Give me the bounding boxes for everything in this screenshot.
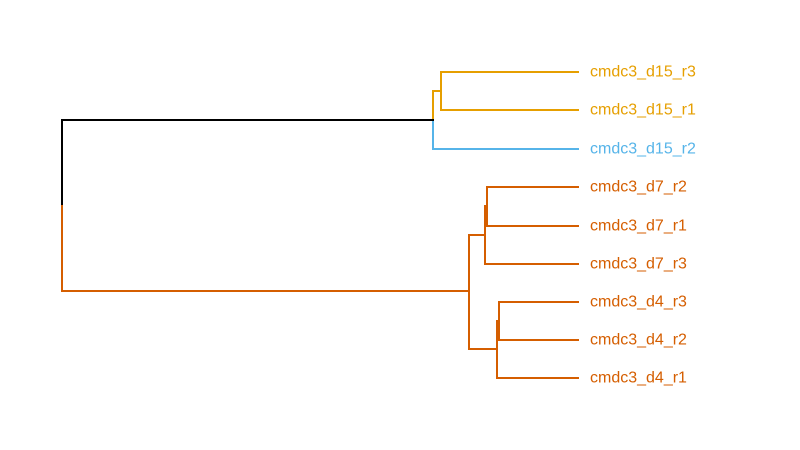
- leaf-label-cmdc3-d15-r2: cmdc3_d15_r2: [590, 141, 696, 158]
- leaf-label-cmdc3-d7-r3: cmdc3_d7_r3: [590, 256, 687, 273]
- dendrogram-branches: [61, 71, 579, 379]
- leaf-labels: cmdc3_d15_r3 cmdc3_d15_r1 cmdc3_d15_r2cmdc…: [590, 64, 696, 387]
- leaf-label-cmdc3-d4-r3: cmdc3_d4_r3: [590, 294, 687, 311]
- leaf-label-cmdc3-d7-r1: cmdc3_d7_r1: [590, 218, 687, 235]
- leaf-label-cmdc3-d4-r1: cmdc3_d4_r1: [590, 370, 687, 387]
- leaf-label-cmdc3-d7-r2: cmdc3_d7_r2: [590, 179, 687, 196]
- leaf-label-cmdc3-d15-r3: cmdc3_d15_r3: [590, 64, 696, 81]
- leaf-label-cmdc3-d15-r1: cmdc3_d15_r1: [590, 102, 696, 119]
- leaf-label-cmdc3-d4-r2: cmdc3_d4_r2: [590, 332, 687, 349]
